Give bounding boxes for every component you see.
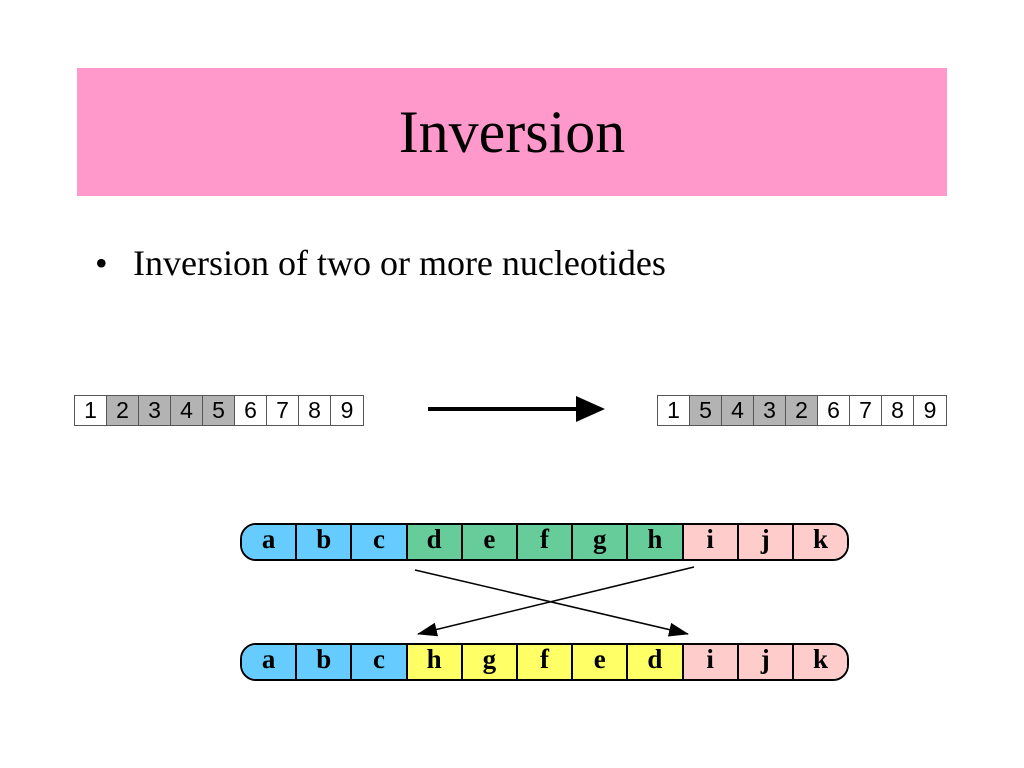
slide-title: Inversion (398, 99, 626, 165)
gene-segment: h (407, 645, 463, 679)
gene-segment: d (628, 645, 684, 679)
gene-segment: h (628, 525, 684, 559)
gene-segment: a (242, 645, 298, 679)
bullet-marker: • (95, 243, 108, 283)
gene-segment: d (407, 525, 463, 559)
sequence-cell: 6 (235, 396, 267, 425)
gene-segment: g (462, 645, 518, 679)
gene-segment: b (297, 525, 353, 559)
gene-segment: g (573, 525, 629, 559)
sequence-cell: 7 (267, 396, 299, 425)
sequence-cell: 2 (107, 396, 139, 425)
gene-segment: i (683, 525, 739, 559)
sequence-cell: 3 (754, 396, 786, 425)
sequence-cell: 1 (658, 396, 690, 425)
sequence-cell: 9 (923, 397, 937, 423)
gene-segment: e (462, 525, 518, 559)
sequence-cell: 2 (786, 396, 818, 425)
cross-arrow-left (417, 566, 695, 637)
gene-segment: f (517, 645, 574, 679)
gene-segment: a (242, 525, 298, 559)
sequence-cell: 8 (299, 396, 331, 425)
transform-arrow-icon (428, 396, 605, 422)
gene-segment: j (738, 645, 794, 679)
gene-segment: i (683, 645, 739, 679)
cross-arrow-right (414, 569, 689, 637)
bullet-text: Inversion of two or more nucleotides (133, 243, 666, 283)
gene-segment: c (352, 645, 408, 679)
gene-segment: k (793, 525, 847, 559)
gene-segment: f (517, 525, 574, 559)
title-banner: Inversion (77, 68, 947, 196)
gene-segment: b (297, 645, 353, 679)
sequence-cell: 8 (882, 396, 914, 425)
sequence-cell: 5 (203, 396, 235, 425)
bullet-item: • Inversion of two or more nucleotides (95, 238, 666, 288)
sequence-cell: 3 (139, 396, 171, 425)
sequence-cell: 1 (75, 396, 107, 425)
gene-segment: e (573, 645, 629, 679)
sequence-cell: 7 (850, 396, 882, 425)
gene-segment: c (352, 525, 408, 559)
sequence-cell: 9 (340, 397, 354, 423)
gene-segment: j (738, 525, 794, 559)
sequence-cell: 4 (171, 396, 203, 425)
sequence-cell: 5 (690, 396, 722, 425)
sequence-cell: 6 (818, 396, 850, 425)
sequence-cell: 4 (722, 396, 754, 425)
inversion-cross-arrows (414, 566, 695, 637)
gene-segment: k (793, 645, 847, 679)
